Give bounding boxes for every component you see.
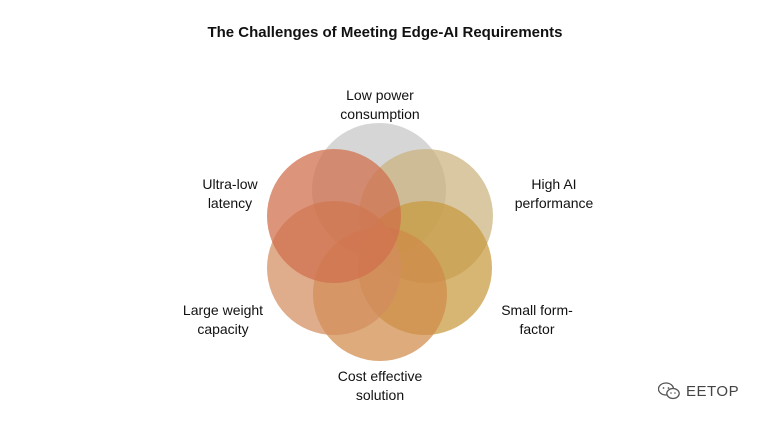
label-small-form: Small form- factor xyxy=(501,302,573,337)
label-cost-effective: Cost effective solution xyxy=(337,368,423,403)
circle-ultra-low xyxy=(267,149,401,283)
watermark: EETOP xyxy=(658,382,739,400)
label-ultra-low: Ultra-low latency xyxy=(202,176,258,211)
wechat-icon xyxy=(658,382,680,400)
watermark-text: EETOP xyxy=(686,382,740,400)
diagram-title: The Challenges of Meeting Edge-AI Requir… xyxy=(207,24,563,41)
label-large-weight: Large weight capacity xyxy=(182,302,264,337)
label-high-ai: High AI performance xyxy=(514,176,594,211)
label-low-power: Low power consumption xyxy=(340,87,420,122)
